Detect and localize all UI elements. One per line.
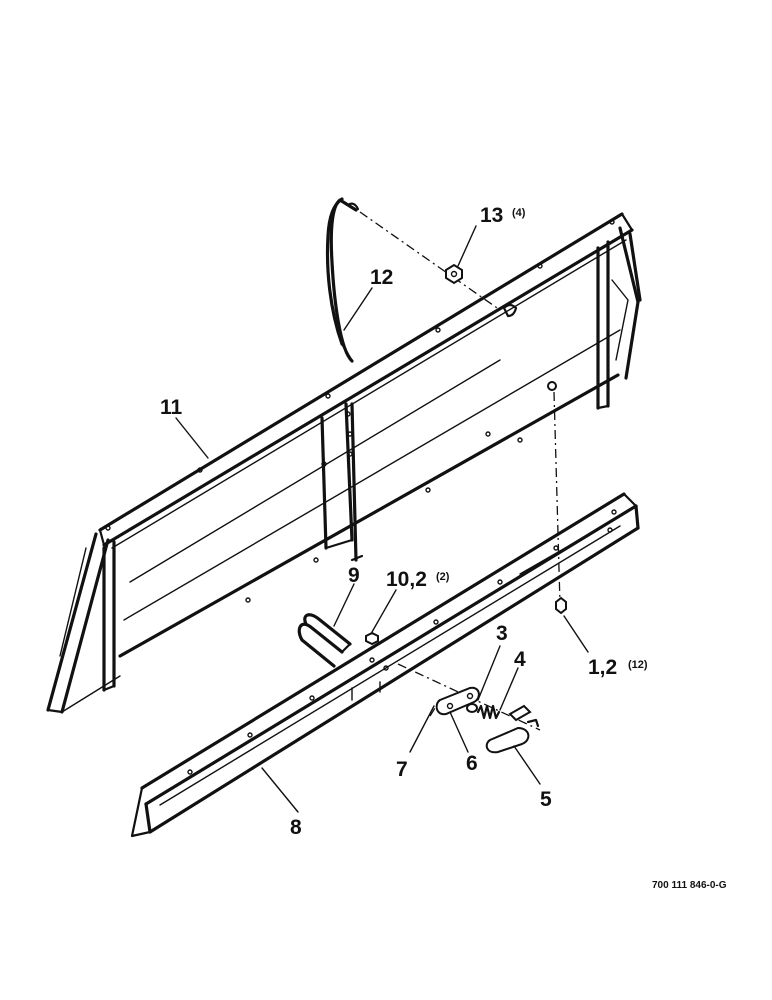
callout-3-number: 3 <box>496 622 508 645</box>
part-11-panel <box>46 212 642 714</box>
callout-4: 4 <box>514 648 526 671</box>
callout-8-number: 8 <box>290 816 302 839</box>
drawing-code: 700 111 846-0-G <box>652 880 727 891</box>
part-8-channel <box>130 492 640 838</box>
callout-9-number: 9 <box>348 564 360 587</box>
callout-13-number: 13 <box>480 204 503 227</box>
part-10-bolt <box>365 631 379 646</box>
callout-4-number: 4 <box>514 648 526 671</box>
assembly-line-12-13 <box>359 211 501 311</box>
callout-6-number: 6 <box>466 752 478 775</box>
callout-11: 11 <box>160 396 183 419</box>
callout-10: 10,2 (2) <box>386 568 450 591</box>
callout-9: 9 <box>348 564 360 587</box>
latch-assembly <box>397 663 541 754</box>
callout-13-qty: (4) <box>512 207 526 219</box>
callout-5-number: 5 <box>540 788 552 811</box>
callout-12: 12 <box>370 266 393 289</box>
callout-7-number: 7 <box>396 758 408 781</box>
panel-bolt-hole <box>547 381 557 391</box>
callout-5: 5 <box>540 788 552 811</box>
callout-11-number: 11 <box>160 396 183 419</box>
callout-3: 3 <box>496 622 508 645</box>
callout-10-qty: (2) <box>436 571 450 583</box>
callout-1-number: 1,2 <box>588 656 617 679</box>
callout-8: 8 <box>290 816 302 839</box>
callout-7: 7 <box>396 758 408 781</box>
part-1-bolt <box>555 596 567 615</box>
part-12-rod <box>325 197 360 363</box>
callout-12-number: 12 <box>370 266 393 289</box>
leader-lines <box>175 225 589 813</box>
callout-6: 6 <box>466 752 478 775</box>
callout-1: 1,2 (12) <box>588 656 648 679</box>
part-13-nut <box>445 263 463 285</box>
callout-13: 13 (4) <box>480 204 526 227</box>
part-9-u-bolt <box>297 613 352 668</box>
callout-10-number: 10,2 <box>386 568 427 591</box>
assembly-line-bolt <box>553 391 561 605</box>
callout-1-qty: (12) <box>628 659 648 671</box>
